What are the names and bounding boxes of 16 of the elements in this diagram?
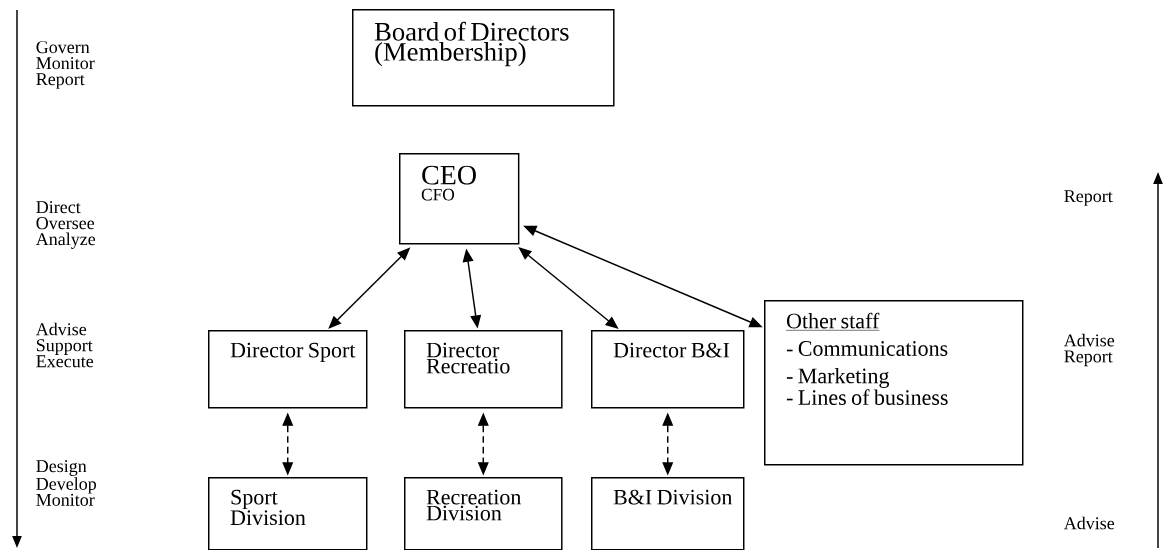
side-label: Advise: [1063, 516, 1115, 530]
process-box: Board of Directors (Membership): [352, 9, 615, 107]
side-label: Design Develop Monitor: [36, 460, 96, 506]
side-label: Advise Report: [1063, 333, 1115, 367]
process-box: B&I Division: [591, 477, 745, 550]
side-label: Report: [1064, 190, 1113, 206]
process-box: Other staff - Communications - Marketing - Lines of business: [764, 300, 1024, 466]
side-label: Direct Oversee Analyze: [35, 201, 96, 249]
process-box: Director Sport: [208, 330, 368, 409]
process-box: Director Recreatio: [404, 330, 563, 409]
process-box: Recreation Division: [404, 477, 563, 550]
process-box: CEO CFO: [399, 153, 520, 245]
process-box: Sport Division: [208, 477, 368, 550]
process-box: Director B&I: [591, 330, 745, 409]
side-label: Govern Monitor Report: [36, 41, 95, 89]
side-label: Advise Support Execute: [35, 322, 94, 368]
